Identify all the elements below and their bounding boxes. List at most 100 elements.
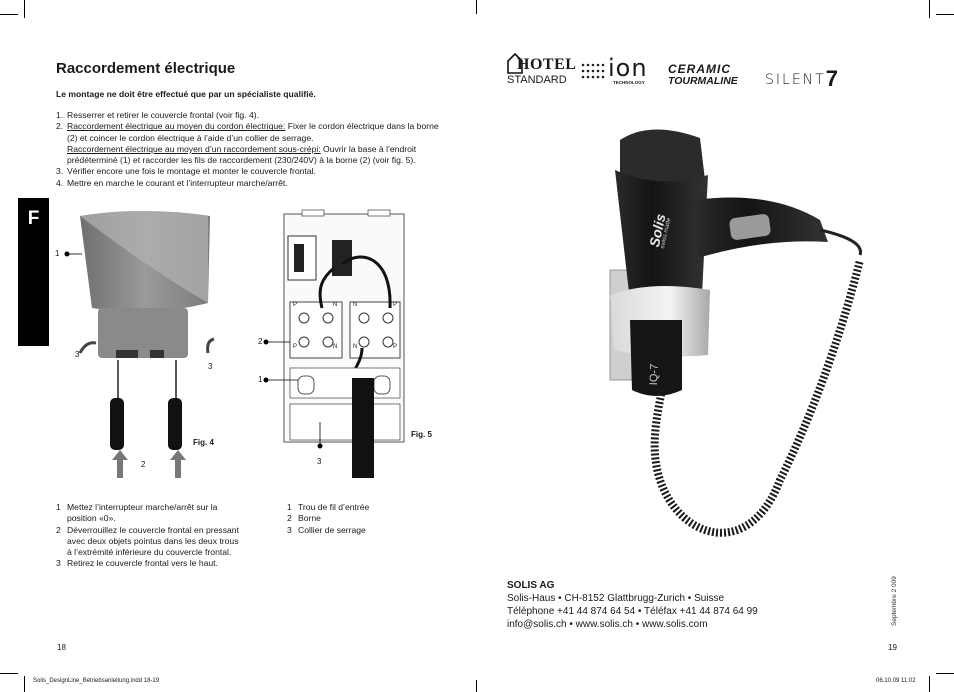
base-housing — [98, 308, 188, 358]
crop-mark — [24, 0, 25, 18]
terminal-block — [289, 301, 343, 359]
terminal-label: N — [353, 302, 358, 308]
fig5-callout: 1 — [258, 375, 263, 384]
step-number: 3. — [56, 166, 64, 177]
dots-icon — [581, 63, 605, 79]
fig5-illustration — [263, 209, 405, 478]
ion-technology-logo: ion TECHNOLOGY — [580, 54, 655, 88]
crop-mark — [0, 14, 18, 15]
fig4-callout: 3 — [208, 362, 213, 371]
legend-text: Mettez l’interrupteur marche/arrêt sur l… — [67, 502, 218, 524]
terminal-label: N — [333, 302, 338, 308]
screwdriver-handle — [168, 398, 182, 450]
house-icon — [507, 52, 523, 74]
hotel-standard-logo: HOTEL STANDARD — [507, 52, 576, 86]
ceramic-text: CERAMIC — [668, 62, 731, 76]
step-number: 2. — [56, 121, 64, 132]
date-note: Septembre 2 009 — [891, 576, 898, 626]
company-block: SOLIS AG Solis-Haus • CH-8152 Glattbrugg… — [507, 579, 758, 631]
arrow-up-icon — [170, 450, 186, 478]
terminal-label: P — [393, 302, 398, 308]
page-title: Raccordement électrique — [56, 60, 236, 77]
warning-text: Le montage ne doit être effectué que par… — [56, 89, 316, 99]
crop-mark — [929, 676, 930, 692]
terminal-block — [349, 301, 401, 359]
step-text: Mettre en marche le courant et l’interru… — [67, 177, 288, 188]
terminal-label: P — [293, 344, 298, 350]
crop-mark — [936, 673, 954, 674]
crop-mark — [476, 680, 477, 692]
legend-number: 1 — [56, 502, 61, 512]
step-body: Fixer le cordon électrique dans la borne… — [67, 121, 439, 143]
step-body: Ouvrir la base à l’endroit prédéterminé … — [67, 143, 417, 166]
crop-mark — [24, 676, 25, 692]
terminal-label: N — [333, 344, 338, 350]
legend-text: Retirez le couvercle frontal vers le hau… — [67, 558, 218, 569]
dryer-model: IQ-7 — [648, 363, 661, 386]
terminal-label: P — [293, 302, 298, 308]
section-tab-letter: F — [27, 208, 40, 229]
coiled-cord — [650, 259, 864, 537]
ion-logo-text: ion — [608, 54, 648, 82]
control-switches — [729, 214, 771, 240]
step-item: 1. Resserrer et retirer le couvercle fro… — [56, 110, 446, 121]
dryer-back — [620, 129, 705, 185]
footer-timestamp: 06.10.09 11:02 — [876, 678, 916, 684]
steps-list: 1. Resserrer et retirer le couvercle fro… — [56, 110, 446, 189]
section-tab: F — [18, 198, 49, 346]
fig4-legend: 1 Mettez l’interrupteur marche/arrêt sur … — [56, 502, 241, 570]
hair-dryer-image — [609, 129, 864, 537]
page-number-right: 19 — [888, 643, 897, 652]
legend-item: 1 Trou de fil d’entrée — [287, 502, 437, 513]
fig5-caption: Fig. 5 — [411, 430, 432, 439]
dryer-nozzle — [630, 320, 682, 396]
legend-number: 2 — [56, 524, 61, 535]
step-heading: Raccordement électrique au moyen du cord… — [67, 121, 286, 132]
step-text: Resserrer et retirer le couvercle fronta… — [67, 110, 259, 120]
silent-text: SILENT — [765, 72, 826, 88]
fig4-callout: 1 — [55, 249, 60, 258]
legend-text: Trou de fil d’entrée — [298, 502, 370, 512]
crop-mark — [476, 0, 477, 14]
footer-filename: Solis_DesignLine_Betriebsanleitung.indd … — [33, 678, 160, 684]
company-phone: Téléphone +41 44 874 64 54 • Téléfax +41… — [507, 606, 758, 617]
fig4-callout: 3 — [75, 350, 80, 359]
legend-text: Déverrouillez le couvercle frontal en pr… — [67, 524, 239, 558]
silent-number: 7 — [825, 66, 838, 91]
legend-number: 1 — [287, 502, 292, 512]
step-heading: Raccordement électrique au moyen d’un ra… — [67, 143, 321, 154]
silent-logo: SILENT7 — [765, 64, 838, 91]
arrow-up-icon — [78, 341, 97, 354]
hotel-logo-subtext: STANDARD — [507, 74, 567, 86]
step-text: Raccordement électrique au moyen du cord… — [67, 121, 446, 166]
arrow-up-icon — [112, 450, 128, 478]
legend-number: 3 — [287, 524, 292, 535]
fig5-callout: 2 — [258, 337, 263, 346]
page-number-left: 18 — [57, 643, 66, 652]
step-number: 4. — [56, 177, 64, 188]
front-cover-highlight — [80, 211, 208, 303]
step-number: 1. — [56, 110, 64, 120]
fig5-callout: 3 — [317, 457, 322, 466]
ceramic-tourmaline-logo: CERAMIC TOURMALINE — [668, 62, 738, 87]
company-web: info@solis.ch • www.solis.ch • www.solis… — [507, 619, 708, 630]
crop-mark — [936, 14, 954, 15]
fig4-callout: 2 — [141, 460, 146, 469]
fig4-caption: Fig. 4 — [193, 438, 214, 447]
legend-number: 2 — [287, 513, 292, 524]
step-item: 2. Raccordement électrique au moyen du c… — [56, 121, 446, 166]
legend-number: 3 — [56, 558, 61, 569]
hotel-logo-text: HOTEL — [517, 56, 577, 73]
legend-item: 1 Mettez l’interrupteur marche/arrêt sur … — [56, 502, 241, 525]
company-name: SOLIS AG — [507, 580, 555, 591]
crop-mark — [0, 673, 18, 674]
legend-item: 3 Retirez le couvercle frontal vers le ha… — [56, 558, 241, 569]
step-item: 4. Mettre en marche le courant et l’inte… — [56, 178, 446, 189]
terminal-label: P — [393, 344, 398, 350]
release-hole — [116, 350, 138, 358]
power-cord — [352, 378, 374, 478]
ion-logo-subtext: TECHNOLOGY — [613, 80, 645, 85]
switch-terminal — [332, 240, 352, 276]
